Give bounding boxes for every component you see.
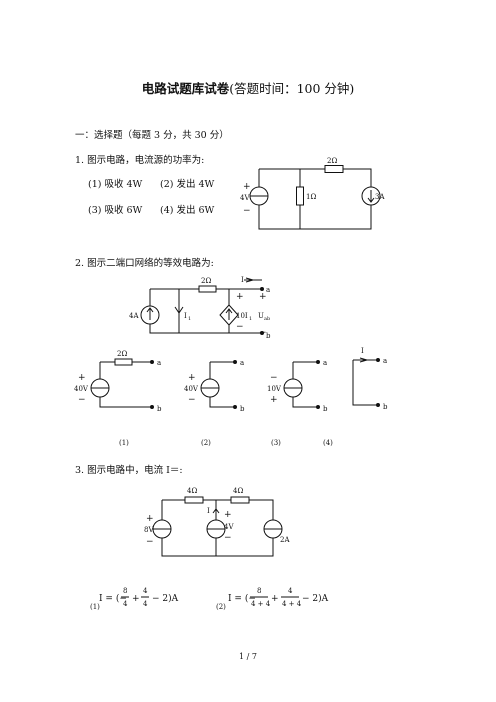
q2-dep-plus: +	[236, 292, 244, 302]
q1-circuit	[249, 165, 381, 230]
q2-i-label: I	[241, 276, 244, 284]
formula-2-f1-num: 8	[257, 587, 261, 595]
q3-isrc-label: 2A	[280, 536, 290, 544]
c2-minus: −	[188, 395, 196, 405]
q2-uab-sub: ab	[264, 316, 270, 322]
q2-i1-label: I	[184, 312, 187, 320]
q2-isrc-label: 4A	[129, 312, 139, 320]
formula-1-f2-num: 4	[143, 587, 148, 595]
q3-i-label: I	[207, 507, 210, 515]
q2-resistor	[198, 285, 217, 293]
c2-plus: +	[188, 373, 196, 383]
q3-resistor-2	[230, 496, 250, 504]
q2-choice-4-circuit	[352, 357, 380, 407]
page-number: 1 / 7	[239, 652, 257, 661]
q2-choice-label-3: (3)	[271, 439, 281, 447]
q3-resistor-1	[184, 496, 204, 504]
c1-r-label: 2Ω	[117, 350, 127, 358]
formula-2-f1-den: 4 + 4	[251, 600, 271, 608]
formula-1-f2-den: 4	[143, 600, 148, 608]
q3-r2-label: 4Ω	[233, 487, 243, 495]
q2-dep-label: 10I	[236, 312, 248, 320]
c3-b: b	[323, 405, 328, 413]
formula-2-number: (2)	[216, 603, 226, 611]
formula-1-number: (1)	[90, 603, 100, 611]
q2-choice-label-2: (2)	[201, 439, 211, 447]
formula-2-op: +	[271, 594, 279, 604]
formula-1-f1-den: 4	[123, 600, 128, 608]
q3-v2-minus: −	[224, 533, 232, 543]
q1-i-label: 3A	[375, 193, 385, 201]
q2-uab-plus: +	[259, 292, 267, 302]
formula-2-f2-num: 4	[288, 587, 293, 595]
c1-b: b	[157, 405, 162, 413]
q2-i1-sub: 1	[188, 316, 191, 322]
page-title: 电路试题库试卷(答题时间：100 分钟)	[0, 78, 496, 97]
q3-v1-plus: +	[146, 514, 154, 524]
q2-dep-minus: −	[236, 322, 244, 332]
c3-plus: +	[270, 395, 278, 405]
q2-node-b: b	[266, 332, 271, 340]
formula-2-lhs: I = (−	[228, 593, 256, 604]
q1-stem: 1. 图示电路，电流源的功率为:	[75, 155, 205, 166]
q3-v2-plus: +	[224, 510, 232, 520]
q3-v1-label: 8V	[144, 526, 154, 534]
formula-1-tail: − 2)A	[152, 593, 179, 604]
q1-option-4: (4) 发出 6W	[160, 205, 215, 216]
q1-option-3: (3) 吸收 6W	[88, 205, 143, 216]
q2-node-a: a	[266, 286, 270, 294]
section-heading: 一：选择题（每题 3 分，共 30 分）	[75, 130, 229, 141]
q2-choice-label-1: (1)	[119, 439, 129, 447]
q2-dependent-source	[219, 304, 239, 326]
c4-a: a	[383, 357, 387, 365]
q1-option-1: (1) 吸收 4W	[88, 179, 143, 190]
c2-a: a	[240, 359, 244, 367]
formula-1-lhs: I = (−	[99, 593, 127, 604]
q2-dep-sub: 1	[249, 316, 252, 322]
q1-resistor-2ohm	[324, 165, 344, 173]
q2-choice-label-4: (4)	[323, 439, 333, 447]
title-bold: 电路试题库试卷	[141, 81, 230, 96]
formula-2-f2-den: 4 + 4	[282, 600, 302, 608]
c3-v-label: 10V	[267, 385, 282, 393]
c1-resistor	[114, 358, 133, 366]
q1-resistor-1ohm	[296, 186, 304, 206]
q2-choice-1-circuit	[90, 358, 154, 409]
q3-r1-label: 4Ω	[187, 487, 197, 495]
q3-stem: 3. 图示电路中，电流 I＝:	[75, 465, 183, 476]
q1-r-mid-label: 1Ω	[306, 193, 316, 201]
c2-v-label: 40V	[184, 385, 199, 393]
c4-b: b	[383, 403, 388, 411]
q2-r-label: 2Ω	[201, 277, 211, 285]
c1-v-label: 40V	[74, 385, 89, 393]
c1-plus: +	[78, 373, 86, 383]
q1-minus: −	[243, 206, 251, 216]
c1-minus: −	[78, 395, 86, 405]
c3-a: a	[323, 359, 327, 367]
formula-2-tail: − 2)A	[302, 593, 329, 604]
q1-current-source	[361, 186, 381, 206]
q2-current-source	[140, 305, 160, 325]
q3-v2-label: 4V	[224, 523, 234, 531]
q2-choice-2-circuit	[200, 360, 237, 409]
q1-option-2: (2) 发出 4W	[160, 179, 215, 190]
q2-stem: 2. 图示二端口网络的等效电路为:	[75, 258, 214, 269]
c3-minus: −	[270, 373, 278, 383]
q2-uab-label: U	[258, 312, 264, 320]
q1-plus: +	[243, 182, 251, 192]
q3-v1-minus: −	[146, 537, 154, 547]
c1-a: a	[157, 359, 161, 367]
q3-circuit	[152, 496, 283, 557]
c2-b: b	[240, 405, 245, 413]
formula-1-op: +	[132, 594, 140, 604]
q2-choice-3-circuit	[283, 360, 320, 409]
formula-1-f1-num: 8	[123, 587, 127, 595]
q1-r-top-label: 2Ω	[327, 157, 337, 165]
q2-circuit	[140, 277, 264, 335]
q1-v-label: 4V	[240, 194, 250, 202]
c4-i-label: I	[361, 347, 364, 355]
title-rest: (答题时间：100 分钟)	[229, 81, 355, 96]
q2-uab-minus: −	[259, 328, 267, 338]
